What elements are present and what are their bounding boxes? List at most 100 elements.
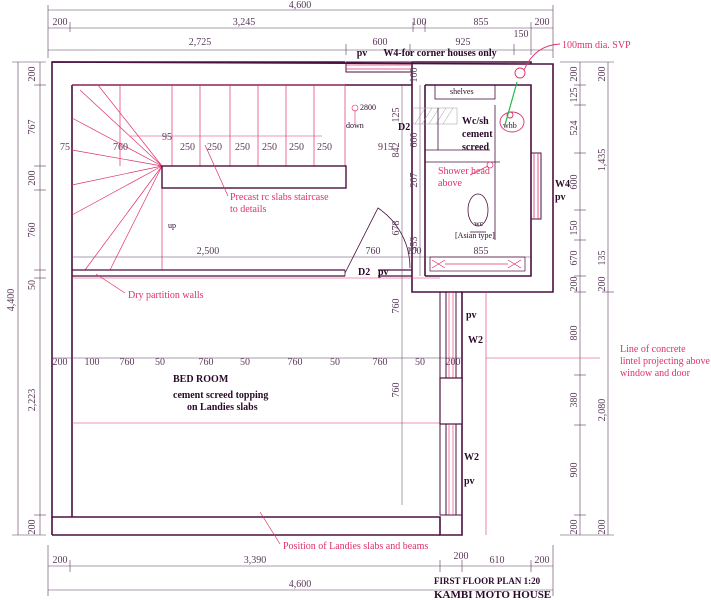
dim-v-842: 842 xyxy=(391,143,402,158)
dim-top2-3: 925 xyxy=(456,37,471,48)
bed-dim-4: 50 xyxy=(155,357,165,368)
tread-75: 75 xyxy=(60,142,70,153)
dim-bottom-total: 4,600 xyxy=(289,579,312,590)
dim-mid-855: 855 xyxy=(474,246,489,257)
tread-760: 760 xyxy=(113,142,128,153)
down-label: down xyxy=(346,121,364,130)
tread-250-4: 250 xyxy=(262,142,277,153)
bed-dim-5: 760 xyxy=(199,357,214,368)
dim-top2-2: 600 xyxy=(373,37,388,48)
dim-top-3: 100 xyxy=(412,17,427,28)
window-w2a-glass xyxy=(448,292,454,378)
dim-right-1: 200 xyxy=(569,67,580,82)
dim-right-outer-6: 200 xyxy=(597,520,608,535)
topping-label-1: cement screed topping xyxy=(173,390,268,401)
right-window-w4 xyxy=(530,152,542,220)
dim-left-total: 4,400 xyxy=(6,289,17,312)
w4-top-label: W4-for corner houses only xyxy=(383,48,496,59)
dim-v-207: 207 xyxy=(409,173,420,188)
landies-note: Position of Landies slabs and beams xyxy=(283,541,428,552)
tread-250-1: 250 xyxy=(180,142,195,153)
bed-dim-1: 200 xyxy=(53,357,68,368)
w2a-label: W2 xyxy=(468,335,483,346)
dim-right-outer-1: 200 xyxy=(597,67,608,82)
up-label: up xyxy=(168,221,176,230)
dim-right-4: 600 xyxy=(569,175,580,190)
dim-v-100: 100 xyxy=(409,68,420,83)
dim-mid-2500: 2,500 xyxy=(197,246,220,257)
pv-top-label: pv xyxy=(357,48,368,59)
tread-95: 95 xyxy=(162,132,172,143)
bed-dim-3: 760 xyxy=(120,357,135,368)
whb-basin xyxy=(499,111,525,133)
window-w2b-glass xyxy=(448,424,454,515)
right-window-glass xyxy=(533,153,539,219)
dim-left-3: 200 xyxy=(27,171,38,186)
stair-note-line2: to details xyxy=(230,204,266,215)
pv-w2a-label: pv xyxy=(466,310,477,321)
staircase xyxy=(71,84,346,271)
dim-v-125: 125 xyxy=(391,108,402,123)
wc-sh-label: Wc/sh xyxy=(462,116,489,127)
asian-wc xyxy=(467,193,489,233)
bath-door-swing xyxy=(425,105,500,240)
w2b-label: W2 xyxy=(464,452,479,463)
top-window-w4 xyxy=(345,61,413,73)
shower-head-label: Shower head xyxy=(438,166,490,177)
dim-top-1: 200 xyxy=(53,17,68,28)
topping-label-2: on Landies slabs xyxy=(187,402,258,413)
dim-right-5: 150 xyxy=(569,221,580,236)
door-d2 xyxy=(344,207,411,276)
wc-label: wc xyxy=(474,219,484,228)
house-title: KAMBI MOTO HOUSE xyxy=(434,589,551,600)
dim-right-9: 380 xyxy=(569,393,580,408)
bed-dim-6: 50 xyxy=(240,357,250,368)
shelves-label: shelves xyxy=(450,87,474,96)
dim-right-8: 800 xyxy=(569,326,580,341)
dim-top-5: 200 xyxy=(535,17,550,28)
w4-right-label: W4 xyxy=(555,179,570,190)
dim-right-outer-2: 1,435 xyxy=(597,149,608,172)
dim-right-7: 200 xyxy=(569,277,580,292)
dry-partition-wall xyxy=(72,269,412,277)
tread-250-2: 250 xyxy=(207,142,222,153)
bed-dim-10: 50 xyxy=(415,357,425,368)
dim-right-11: 200 xyxy=(569,520,580,535)
top-dimension-lines xyxy=(47,5,554,58)
dim-bottom-1: 200 xyxy=(53,555,68,566)
lintel-note-2: lintel projecting above xyxy=(620,356,711,367)
dim-v-760b: 760 xyxy=(391,383,402,398)
dim-mid-760: 760 xyxy=(366,246,381,257)
dry-partition-leader xyxy=(95,273,126,294)
d2-label: D2 xyxy=(358,267,370,278)
dim-top-total: 4,600 xyxy=(289,0,312,11)
dim-v-678: 678 xyxy=(391,221,402,236)
dim-right-3: 524 xyxy=(569,121,580,136)
right-dimension-lines xyxy=(560,61,614,536)
level-marker: 2800 xyxy=(360,103,376,112)
asian-label: [Asian type] xyxy=(455,231,495,240)
dry-partition-label: Dry partition walls xyxy=(128,290,204,301)
stair-note-line1: Precast rc slabs staircase xyxy=(230,192,329,203)
bath-hatch xyxy=(412,107,458,125)
dim-mid-100: 100 xyxy=(407,246,422,257)
dim-bottom-2: 3,390 xyxy=(244,555,267,566)
stair-half-wall xyxy=(161,165,347,189)
bed-dim-2: 100 xyxy=(85,357,100,368)
whb-label: whb xyxy=(503,121,517,130)
pv-right-label: pv xyxy=(555,192,566,203)
pv-mid-label: pv xyxy=(378,267,389,278)
dim-bottom-5: 200 xyxy=(535,555,550,566)
vent-strip xyxy=(429,256,526,272)
dim-left-1: 200 xyxy=(27,67,38,82)
top-window-glass xyxy=(346,64,412,70)
dim-top2-1: 2,725 xyxy=(189,37,212,48)
dim-bottom-3: 200 xyxy=(454,551,469,562)
plan-title: FIRST FLOOR PLAN 1:20 xyxy=(434,576,541,586)
pier xyxy=(439,377,463,425)
pv-w2b-label: pv xyxy=(464,476,475,487)
svp-label: 100mm dia. SVP xyxy=(562,40,631,51)
dim-v-760a: 760 xyxy=(391,299,402,314)
